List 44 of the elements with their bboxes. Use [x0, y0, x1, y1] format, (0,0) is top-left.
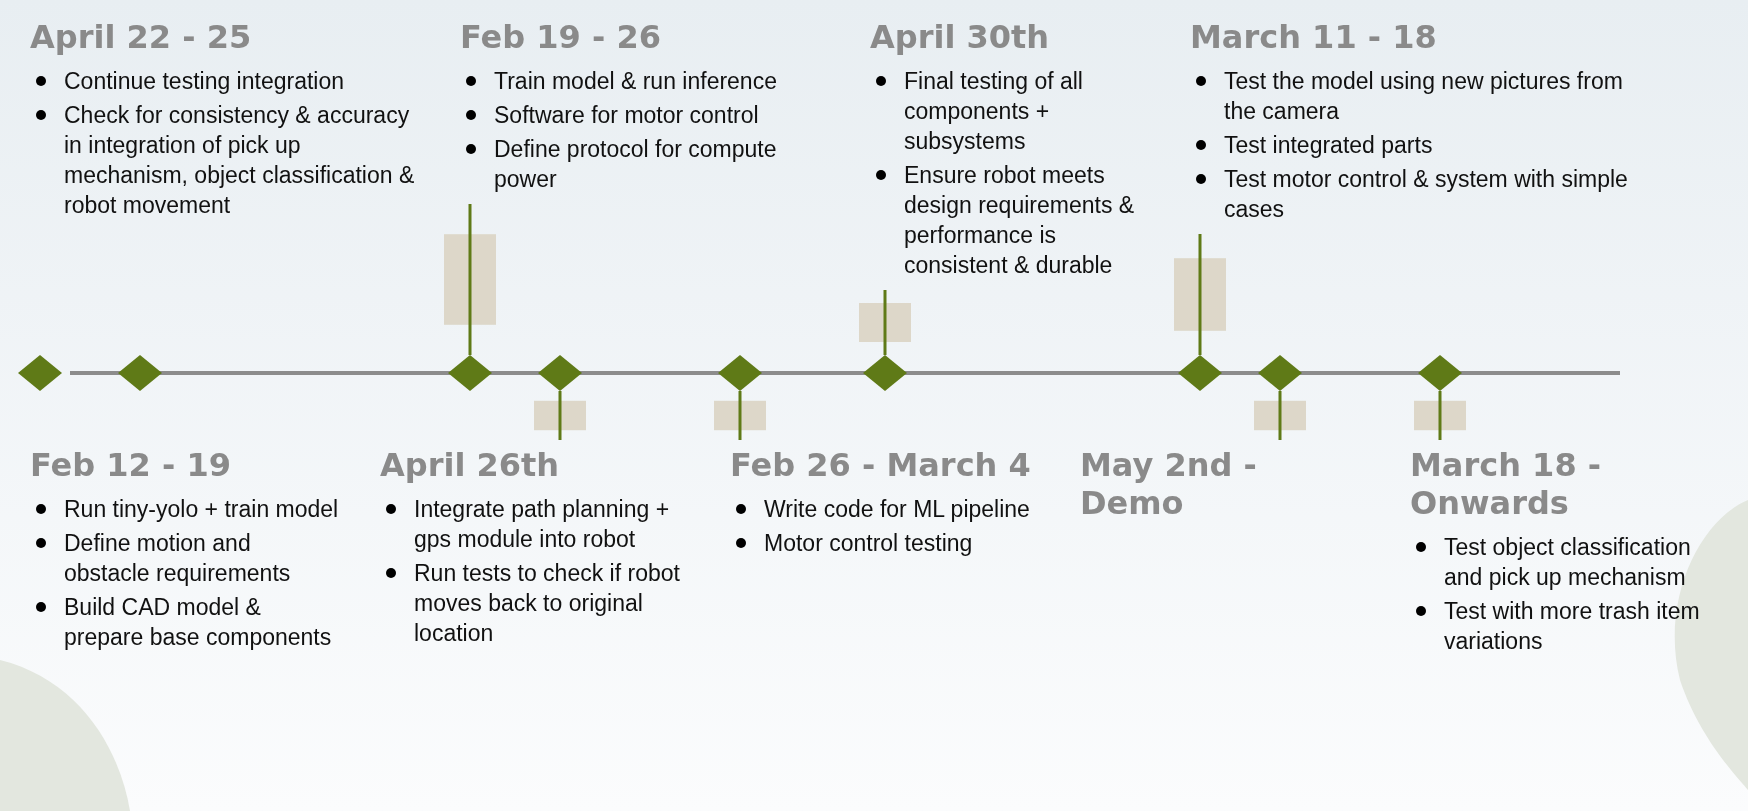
- bullet-item: Test integrated parts: [1190, 130, 1630, 160]
- bullet-item: Write code for ML pipeline: [730, 494, 1040, 524]
- connector-line: [738, 391, 742, 440]
- bullet-item: Test motor control & system with simple cases: [1190, 164, 1630, 224]
- diamond-marker: [448, 355, 492, 391]
- date-heading: March 11 - 18: [1190, 18, 1437, 56]
- diamond-marker: [718, 355, 762, 391]
- bullet-item: Software for motor control: [460, 100, 830, 130]
- bullet-item: Test the model using new pictures from the camera: [1190, 66, 1630, 126]
- connector-line: [1438, 391, 1442, 440]
- bullet-item: Train model & run inference: [460, 66, 830, 96]
- bullet-item: Test object classification and pick up mechanism: [1410, 532, 1720, 592]
- date-heading: Feb 19 - 26: [460, 18, 661, 56]
- connector-line: [883, 290, 887, 355]
- diamond-marker: [1258, 355, 1302, 391]
- date-heading: April 22 - 25: [30, 18, 252, 56]
- bullet-item: Define motion and obstacle requirements: [30, 528, 340, 588]
- date-heading: April 30th: [870, 18, 1050, 56]
- bullet-item: Continue testing integration: [30, 66, 420, 96]
- diamond-marker: [538, 355, 582, 391]
- bullet-item: Define protocol for compute power: [460, 134, 830, 194]
- bullet-item: Ensure robot meets design requirements & performance is consistent & durable: [870, 160, 1160, 280]
- connector-line: [558, 391, 562, 440]
- bullet-item: Final testing of all components + subsystems: [870, 66, 1160, 156]
- connector-line: [1198, 234, 1202, 355]
- date-heading: March 18 - Onwards: [1410, 446, 1603, 522]
- diamond-marker: [1178, 355, 1222, 391]
- diamond-marker: [18, 355, 62, 391]
- bullet-item: Motor control testing: [730, 528, 1040, 558]
- date-heading: Feb 12 - 19: [30, 446, 231, 484]
- bullet-item: Test with more trash item variations: [1410, 596, 1720, 656]
- bullet-item: Check for consistency & accuracy in integration of pick up mechanism, object classification & robot movement: [30, 100, 420, 220]
- bullet-item: Build CAD model & prepare base components: [30, 592, 340, 652]
- bullet-item: Run tiny-yolo + train model: [30, 494, 340, 524]
- bullet-item: Run tests to check if robot moves back to original location: [380, 558, 690, 648]
- connector-line: [1278, 391, 1282, 440]
- date-heading: April 26th: [380, 446, 560, 484]
- diamond-marker: [118, 355, 162, 391]
- date-heading: May 2nd - Demo: [1080, 446, 1258, 522]
- date-heading: Feb 26 - March 4: [730, 446, 1031, 484]
- diamond-marker: [1418, 355, 1462, 391]
- connector-line: [468, 204, 472, 355]
- diamond-marker: [863, 355, 907, 391]
- bullet-item: Integrate path planning + gps module into robot: [380, 494, 690, 554]
